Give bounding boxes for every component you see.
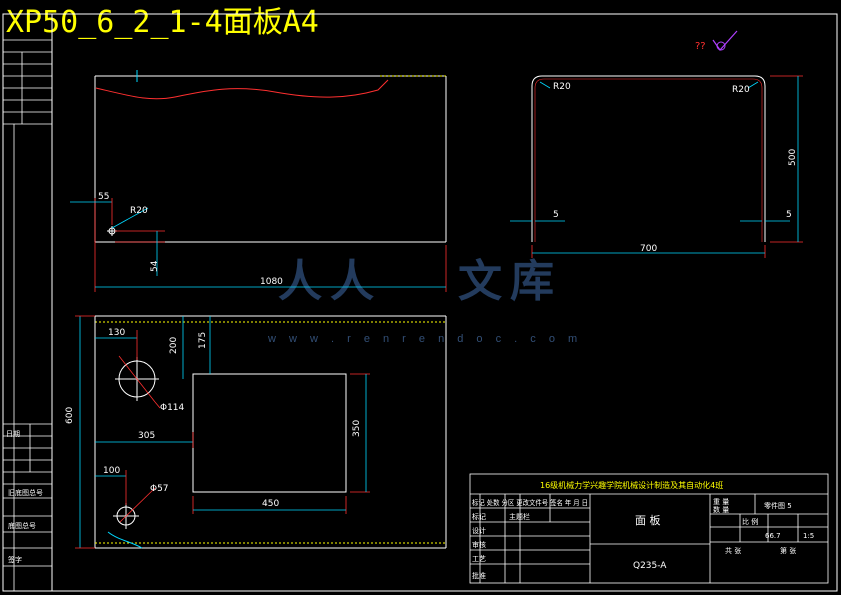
title-block-row-1: 设计 [472,526,486,535]
dim-350: 350 [352,420,362,437]
dim-305: 305 [138,431,155,441]
title-block-sheet-total: 共 张 [725,546,741,555]
top-right-dims [510,75,803,258]
dim-54: 54 [150,260,160,272]
title-block-weight: 66.7 [765,532,781,540]
watermark-char: 人 [330,256,374,307]
dim-r20-small: R20 [130,206,148,216]
title-block-sign-row: 标记 处数 分区 更改文件号 签名 年 月 日 [472,498,588,507]
title-block-sheet-no: 第 张 [780,546,796,555]
left-strip-label-3: 签字 [8,555,22,564]
left-strip-grid [3,39,52,591]
dim-700: 700 [640,244,657,254]
dim-1080: 1080 [260,277,283,287]
title-block-row-4: 批准 [472,571,486,580]
dim-5-right: 5 [786,210,792,220]
dim-175: 175 [198,332,208,349]
left-strip-label-0: 旧底图总号 [8,488,43,497]
title-block-row-3: 工艺 [472,555,486,563]
mark-text: ?? [695,41,706,52]
title-block-material: Q235-A [633,561,667,571]
watermark-char: 库 [510,256,554,307]
left-strip-label-1: 底图总号 [8,521,36,530]
dim-500: 500 [788,149,798,166]
dim-phi114: Φ114 [160,403,185,413]
top-left-dims [70,198,447,292]
left-strip-label-2: 日期 [6,430,20,438]
title-block-material-mark: 主题栏 [509,512,530,521]
dim-r20-left: R20 [553,82,571,92]
title-block-scale-label: 比 例 [742,517,758,526]
dim-5-left: 5 [553,210,559,220]
title-block-scale: 1:5 [803,532,814,540]
watermark-url: w w w . r e n r e n d o c . c o m [268,333,583,345]
top-right-view [531,75,766,242]
watermark-char: 文 [458,256,502,307]
dim-phi57: Φ57 [150,484,169,494]
dim-450: 450 [262,499,279,509]
top-left-view [94,70,447,243]
dim-600: 600 [65,407,75,424]
title-block-count-label: 数 量 [713,505,729,514]
title-block [469,473,829,584]
outer-border [2,13,838,592]
dim-130: 130 [108,328,125,338]
drawing-title: XP50_6_2_1-4面板A4 [6,5,319,40]
bottom-left-dims [75,315,370,549]
title-block-row-2: 审核 [472,540,486,549]
dim-55: 55 [98,192,109,202]
title-block-weight-label: 重 量 [713,498,729,506]
title-block-header: 16级机械力学兴趣学院机械设计制造及其自动化4班 [540,480,723,490]
title-block-part-no: 零件图 5 [764,501,792,510]
break-line [95,79,389,100]
dim-200: 200 [169,337,179,354]
title-block-row-0: 标记 [472,512,486,521]
dim-r20-right: R20 [732,85,750,95]
inner-border [51,13,838,592]
watermark-char: 人 [278,256,322,307]
dim-100: 100 [103,466,120,476]
title-block-part-name: 面 板 [635,513,661,527]
